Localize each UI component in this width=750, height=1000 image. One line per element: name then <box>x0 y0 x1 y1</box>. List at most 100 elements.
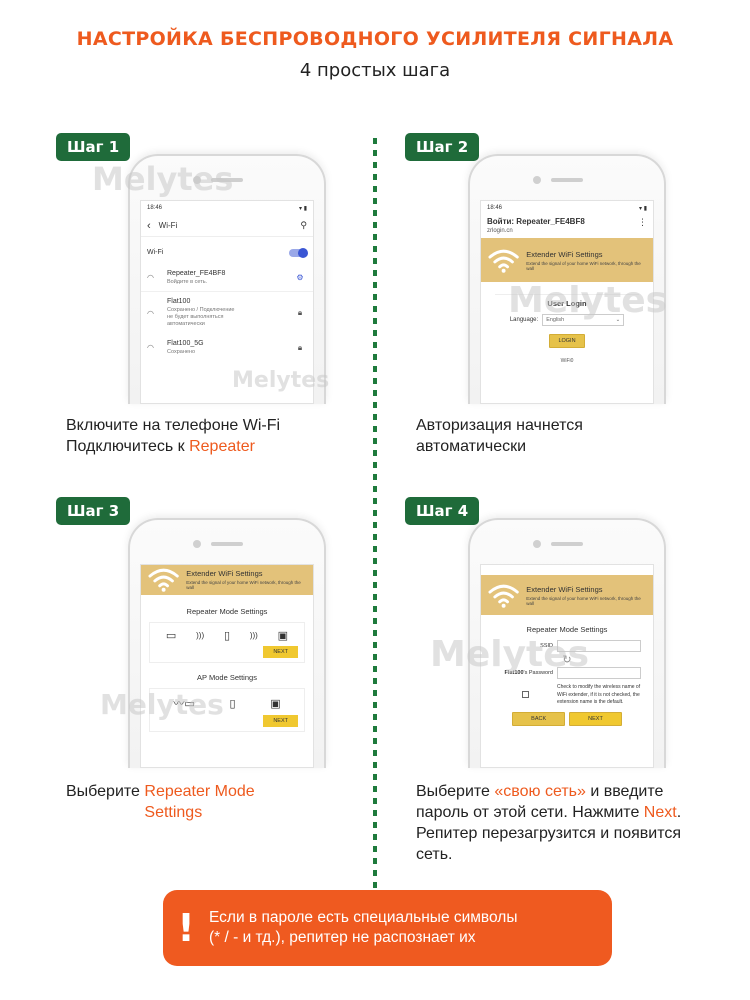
camera-icon <box>193 540 201 548</box>
page-subtitle: 4 простых шага <box>299 60 451 81</box>
repeater-mode-title: Repeater Mode Settings <box>186 607 268 616</box>
chevron-down-icon: ⌄ <box>615 317 621 323</box>
login-button[interactable]: LOGIN <box>549 334 585 348</box>
login-title: User Login <box>547 299 587 308</box>
camera-icon <box>193 176 201 184</box>
back-arrow-icon[interactable]: ‹ <box>147 219 151 232</box>
gear-icon[interactable]: ⚙ <box>296 273 304 283</box>
password-input[interactable] <box>557 667 641 679</box>
banner-title: Extender WiFi Settings <box>526 584 603 594</box>
step-4-badge: Шаг 4 <box>405 497 480 525</box>
devices-icon: ▣ <box>277 630 289 642</box>
wifi-signal-icon: ◠ <box>147 308 154 318</box>
search-icon[interactable]: ⚲ <box>300 220 307 230</box>
step-2-badge: Шаг 2 <box>405 133 480 161</box>
repeater-mode-card[interactable]: ▭ ))) ▯ ))) ▣ NEXT <box>149 622 305 663</box>
step-1-badge: Шаг 1 <box>56 133 131 161</box>
extender-banner: Extender WiFi Settings Extend the signal… <box>481 575 653 615</box>
status-time: 18:46 <box>487 205 503 211</box>
page-title: НАСТРОЙКА БЕСПРОВОДНОГО УСИЛИТЕЛЯ СИГНАЛ… <box>76 28 674 50</box>
signal-icon: ))) <box>249 631 258 640</box>
wifi-toggle-row[interactable]: Wi-Fi <box>141 237 313 264</box>
step-4-caption: Выберите «свою сеть» и введите пароль от… <box>416 783 682 863</box>
wifi-signal-icon: ◠ <box>147 273 154 283</box>
wifi-signal-icon: ◠ <box>147 343 154 353</box>
next-button[interactable]: NEXT <box>263 646 298 658</box>
exclamation-icon: ! <box>177 906 195 950</box>
warning-notice: ! Если в пароле есть специальные символы… <box>163 890 612 966</box>
step-4-screen: Extender WiFi Settings Extend the signal… <box>480 564 654 768</box>
network-item-flat100[interactable]: ◠ Flat100 Сохранено / Подключение не буд… <box>141 292 313 333</box>
back-button[interactable]: BACK <box>512 711 566 726</box>
status-bar: 18:46 ▾ ▮ <box>481 201 653 215</box>
next-button[interactable]: NEXT <box>263 715 298 727</box>
speaker-icon <box>551 542 583 546</box>
language-select[interactable]: English⌄ <box>542 314 625 326</box>
banner-title: Extender WiFi Settings <box>526 249 603 259</box>
language-label: Language: <box>509 317 539 323</box>
next-button[interactable]: NEXT <box>569 711 622 726</box>
lock-icon: 🔒︎ <box>297 308 303 318</box>
extender-banner: Extender WiFi Settings Extend the signal… <box>481 238 653 282</box>
wifi-app-title: Wi-Fi <box>158 221 178 230</box>
wifi-toggle-label: Wi-Fi <box>147 249 164 256</box>
repeater-settings-form: Repeater Mode Settings SSID ↻ Flat100's … <box>493 625 641 726</box>
modify-name-checkbox[interactable] <box>521 690 529 698</box>
camera-icon <box>533 540 541 548</box>
refresh-icon[interactable]: ↻ <box>562 654 572 666</box>
captive-portal-header: Войти: Repeater_FE4BF8 zrlogin.cn ⋮ <box>481 215 653 238</box>
step-3-screen: Extender WiFi Settings Extend the signal… <box>140 564 314 768</box>
repeater-icon: ▯ <box>229 697 236 710</box>
step-4-phone: Extender WiFi Settings Extend the signal… <box>468 518 666 768</box>
notice-line-2: (* / - и тд.), репитер не распознает их <box>209 929 476 946</box>
status-time: 18:46 <box>147 205 163 211</box>
checkbox-description: Check to modify the wireless name of WiF… <box>557 684 641 705</box>
step-2-phone: 18:46 ▾ ▮ Войти: Repeater_FE4BF8 zrlogin… <box>468 154 666 404</box>
banner-subtitle: Extend the signal of your home WiFi netw… <box>526 260 641 271</box>
network-status: Войдите в сеть. <box>167 278 208 285</box>
repeater-icon: ▯ <box>223 630 230 642</box>
router-icon: ▭ <box>165 630 177 642</box>
portal-title: Войти: Repeater_FE4BF8 <box>487 217 585 226</box>
devices-icon: ▣ <box>270 697 281 710</box>
step-3-phone: Extender WiFi Settings Extend the signal… <box>128 518 326 768</box>
notice-line-1: Если в пароле есть специальные символы <box>209 909 518 926</box>
speaker-icon <box>211 542 243 546</box>
repeater-mode-title: Repeater Mode Settings <box>526 625 608 634</box>
banner-subtitle: Extend the signal of your home WiFi netw… <box>186 579 301 590</box>
status-icons: ▾ ▮ <box>639 205 647 212</box>
ssid-input[interactable] <box>557 640 641 652</box>
portal-domain: zrlogin.cn <box>487 228 513 234</box>
status-icons: ▾ ▮ <box>299 205 307 212</box>
ap-mode-card[interactable]: 〰▭ ▯ ▣ NEXT <box>149 688 305 732</box>
portal-footer: WiFi0 <box>560 358 574 364</box>
ap-mode-title: AP Mode Settings <box>197 673 257 682</box>
password-label: Flat100's Password <box>504 670 553 676</box>
login-form: User Login Language: English⌄ LOGIN WiFi… <box>495 294 639 364</box>
center-divider <box>373 138 377 890</box>
network-name: Repeater_FE4BF8 <box>167 269 226 277</box>
camera-icon <box>533 176 541 184</box>
network-name: Flat100_5G <box>167 339 204 347</box>
network-status: Сохранено / Подключение не будет выполня… <box>167 307 235 327</box>
wifi-logo-icon <box>488 584 519 608</box>
banner-subtitle: Extend the signal of your home WiFi netw… <box>526 595 641 606</box>
lock-icon: 🔒︎ <box>297 342 303 352</box>
network-item-repeater[interactable]: ◠ Repeater_FE4BF8 Войдите в сеть. ⚙ <box>141 264 313 293</box>
step-2-caption: Авторизация начнется автоматически <box>416 417 583 455</box>
step-3-caption: Выберите Repeater Mode Settings <box>66 783 255 821</box>
network-item-flat100-5g[interactable]: ◠ Flat100_5G Сохранено 🔒︎ <box>141 334 313 362</box>
step-1-caption: Включите на телефоне Wi-Fi Подключитесь … <box>66 417 281 455</box>
step-1-screen: 18:46 ▾ ▮ ‹ Wi-Fi ⚲ Wi-Fi ◠ Repeater_FE4… <box>140 200 314 404</box>
wifi-toggle[interactable] <box>289 248 308 259</box>
wifi-logo-icon <box>148 568 179 592</box>
signal-icon: ))) <box>196 631 205 640</box>
more-menu-icon[interactable]: ⋮ <box>638 217 647 227</box>
wifi-app-bar: ‹ Wi-Fi ⚲ <box>141 215 313 237</box>
ssid-label: SSID <box>540 643 553 649</box>
speaker-icon <box>211 178 243 182</box>
wifi-logo-icon <box>488 249 519 273</box>
banner-title: Extender WiFi Settings <box>186 568 263 578</box>
step-2-screen: 18:46 ▾ ▮ Войти: Repeater_FE4BF8 zrlogin… <box>480 200 654 404</box>
step-3-badge: Шаг 3 <box>56 497 131 525</box>
